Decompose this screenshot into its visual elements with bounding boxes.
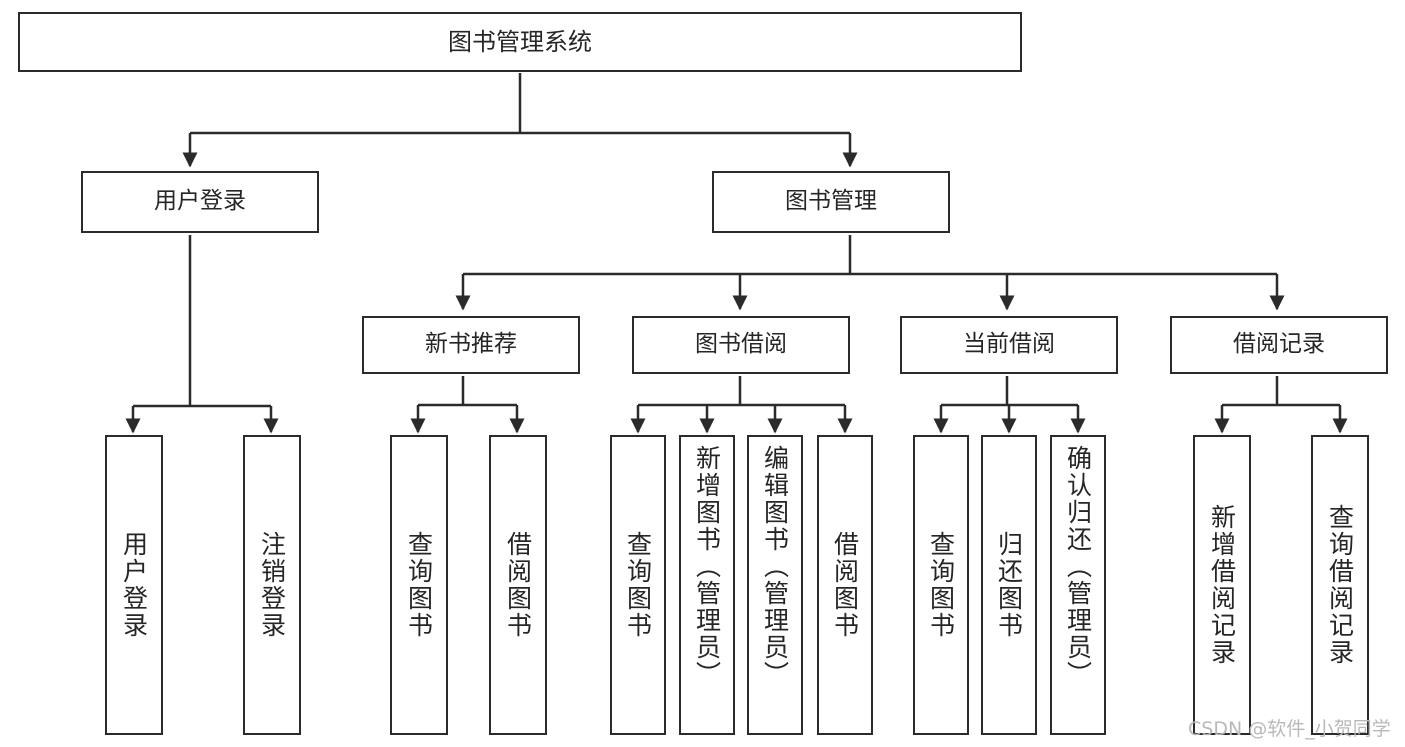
node-leaf-user-login[interactable]: 用户登录 [105, 435, 163, 735]
node-leaf-borrow-book-2[interactable]: 借阅图书 [817, 435, 873, 735]
node-leaf-query-book-2[interactable]: 查询图书 [610, 435, 666, 735]
node-book-borrow-label: 图书借阅 [695, 331, 787, 358]
watermark: CSDN @软件_小贺同学 [1188, 718, 1391, 740]
node-leaf-query-book-3-label: 查询图书 [926, 531, 956, 639]
node-leaf-return-book[interactable]: 归还图书 [981, 435, 1037, 735]
node-root-label: 图书管理系统 [448, 27, 592, 56]
node-leaf-query-book-1-label: 查询图书 [404, 531, 434, 639]
node-book-manage[interactable]: 图书管理 [712, 171, 950, 233]
node-leaf-add-record[interactable]: 新增借阅记录 [1193, 435, 1251, 735]
node-leaf-add-record-label: 新增借阅记录 [1207, 504, 1237, 666]
node-leaf-borrow-book-2-label: 借阅图书 [830, 531, 860, 639]
node-leaf-user-logout[interactable]: 注销登录 [243, 435, 301, 735]
node-current-borrow-label: 当前借阅 [963, 331, 1055, 358]
node-root[interactable]: 图书管理系统 [18, 12, 1022, 72]
node-leaf-query-book-1[interactable]: 查询图书 [390, 435, 448, 735]
node-book-borrow[interactable]: 图书借阅 [632, 316, 850, 374]
node-leaf-query-book-2-label: 查询图书 [623, 531, 653, 639]
node-leaf-user-logout-label: 注销登录 [257, 531, 287, 639]
node-new-book-rec-label: 新书推荐 [425, 331, 517, 358]
node-user-login[interactable]: 用户登录 [81, 171, 319, 233]
node-leaf-borrow-book-1[interactable]: 借阅图书 [489, 435, 547, 735]
node-leaf-borrow-book-1-label: 借阅图书 [503, 531, 533, 639]
node-leaf-add-book-label: 新增图书（管理员） [692, 445, 722, 688]
node-leaf-return-book-label: 归还图书 [994, 531, 1024, 639]
node-leaf-confirm-return[interactable]: 确认归还（管理员） [1050, 435, 1106, 735]
node-leaf-user-login-label: 用户登录 [119, 531, 149, 639]
node-current-borrow[interactable]: 当前借阅 [900, 316, 1118, 374]
node-borrow-record-label: 借阅记录 [1233, 331, 1325, 358]
node-leaf-query-record[interactable]: 查询借阅记录 [1311, 435, 1369, 735]
node-borrow-record[interactable]: 借阅记录 [1170, 316, 1388, 374]
node-new-book-rec[interactable]: 新书推荐 [362, 316, 580, 374]
node-leaf-add-book[interactable]: 新增图书（管理员） [679, 435, 735, 735]
node-leaf-edit-book-label: 编辑图书（管理员） [760, 445, 790, 688]
node-leaf-edit-book[interactable]: 编辑图书（管理员） [747, 435, 803, 735]
node-leaf-query-record-label: 查询借阅记录 [1325, 504, 1355, 666]
node-book-manage-label: 图书管理 [785, 188, 877, 215]
node-leaf-confirm-return-label: 确认归还（管理员） [1063, 445, 1093, 688]
node-user-login-label: 用户登录 [154, 188, 246, 215]
node-leaf-query-book-3[interactable]: 查询图书 [913, 435, 969, 735]
